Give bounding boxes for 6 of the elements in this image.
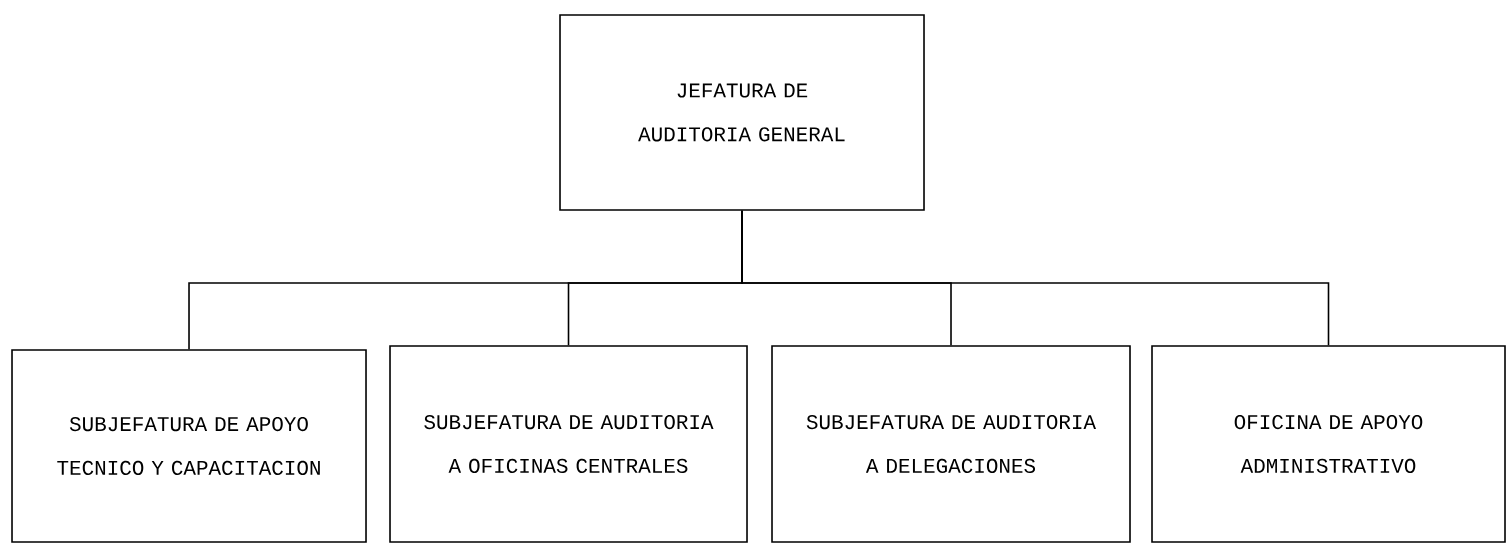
- org-box: SUBJEFATURA DE APOYO TECNICO Y CAPACITACION: [11, 349, 367, 543]
- org-box: JEFATURA DE AUDITORIA GENERAL: [559, 14, 925, 211]
- org-box: OFICINA DE APOYO ADMINISTRATIVO: [1151, 345, 1506, 543]
- org-box: SUBJEFATURA DE AUDITORIA A DELEGACIONES: [771, 345, 1131, 543]
- connector-line: [741, 210, 1330, 346]
- org-box: SUBJEFATURA DE AUDITORIA A OFICINAS CENTRALES: [389, 345, 748, 543]
